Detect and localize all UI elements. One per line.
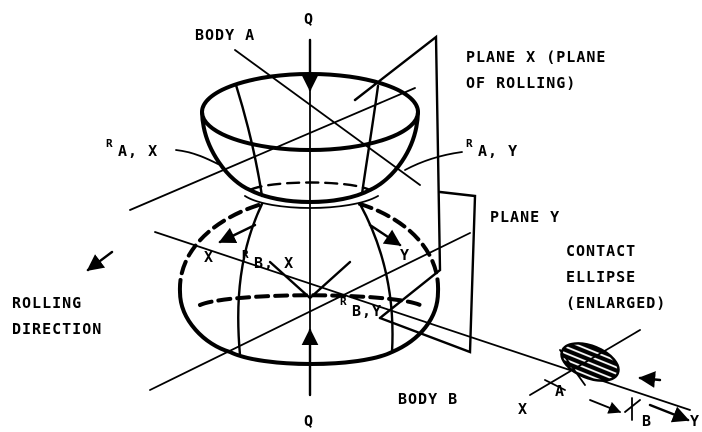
y-axis-line-upper — [234, 49, 421, 186]
y-direction-label: Y — [400, 246, 410, 264]
ellipse-right-arrow — [638, 371, 662, 388]
ellipse-y-label: Y — [690, 412, 700, 430]
body-a-base-arc — [244, 195, 379, 209]
plane-x-label-line2: OF ROLLING) — [466, 74, 576, 92]
rolling-direction-line2: DIRECTION — [12, 320, 102, 338]
rb-x-label: B, X — [254, 254, 294, 272]
ra-x-prefix: R — [106, 137, 113, 150]
radius-b-y-line — [308, 260, 352, 300]
x-direction-label: X — [204, 248, 214, 266]
contact-ellipse — [560, 342, 620, 382]
ra-x-leader — [175, 149, 223, 167]
plane-x-outline — [353, 34, 442, 320]
rb-y-label: B,Y — [352, 302, 382, 320]
body-a-label: BODY A — [195, 26, 255, 44]
plane-x-label-line1: PLANE X (PLANE — [466, 48, 606, 66]
ellipse-a-dim-right — [559, 349, 586, 386]
ellipse-a-label: A — [555, 382, 565, 400]
plane-y-label: PLANE Y — [490, 208, 560, 226]
body-a-contact-band — [248, 181, 372, 192]
ra-y-prefix: R — [466, 137, 473, 150]
rb-y-prefix: R — [340, 295, 347, 308]
plane-y-outline — [378, 190, 477, 354]
body-b-equator-back — [198, 293, 422, 307]
contact-ellipse-line2: ELLIPSE — [566, 268, 636, 286]
ra-x-label: A, X — [118, 142, 158, 160]
rolling-direction-arrow — [86, 250, 114, 272]
body-b-meridian-left — [237, 202, 264, 357]
body-b-label: BODY B — [398, 390, 458, 408]
radius-b-x-line — [268, 260, 312, 300]
body-b-upper-outline — [177, 202, 441, 294]
rolling-direction-line1: ROLLING — [12, 294, 82, 312]
ellipse-y-arrow — [648, 403, 690, 423]
rb-x-prefix: R — [242, 248, 249, 261]
contact-ellipse-line3: (ENLARGED) — [566, 294, 666, 312]
ellipse-x-axis — [529, 329, 641, 396]
body-b-meridian-right — [358, 202, 394, 354]
ellipse-x-label: X — [518, 400, 528, 418]
body-a-outer-profile — [200, 110, 420, 204]
load-label-bottom: Q — [304, 412, 314, 430]
ellipse-b-dim-1 — [589, 399, 622, 414]
x-direction-arrow — [218, 223, 257, 244]
load-label-top: Q — [304, 10, 314, 28]
body-a-inner-meridian-2 — [360, 84, 380, 196]
ra-y-leader — [404, 151, 463, 171]
ellipse-a-dim-left — [544, 379, 566, 391]
ra-y-label: A, Y — [478, 142, 518, 160]
ellipse-b-label: B — [642, 412, 652, 430]
contact-ellipse-line1: CONTACT — [566, 242, 636, 260]
body-b-lower-outline — [178, 290, 440, 366]
y-direction-arrow — [368, 223, 402, 247]
